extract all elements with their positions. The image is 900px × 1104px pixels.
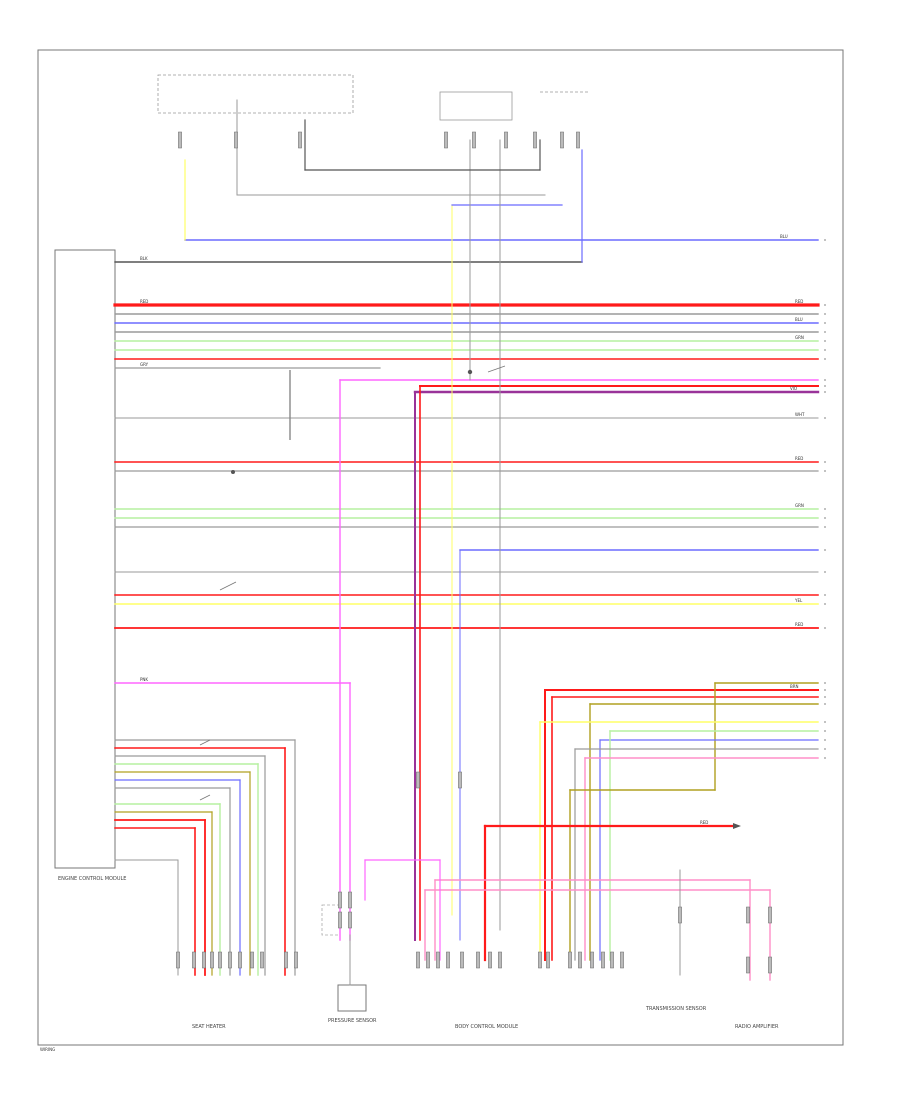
top-connector-group xyxy=(157,74,590,121)
switch-marks xyxy=(199,365,506,801)
wire-tag: RED xyxy=(700,820,708,825)
wire-tag: GRN xyxy=(795,503,804,508)
connector-pin xyxy=(472,131,476,149)
wire-tag: RED xyxy=(795,299,803,304)
wire-tag: BLU xyxy=(795,317,803,322)
wire-tag: RED xyxy=(140,299,148,304)
connector-pin xyxy=(446,951,450,969)
wire-tag: BLK xyxy=(140,256,148,261)
connector-pin xyxy=(338,911,342,929)
top-right-component xyxy=(439,91,513,121)
connector-pin xyxy=(250,951,254,969)
wire-tag: RED xyxy=(795,622,803,627)
ecm-label: ENGINE CONTROL MODULE xyxy=(58,876,126,882)
connector-pin xyxy=(768,906,772,924)
connector-pin xyxy=(426,951,430,969)
connector-pin xyxy=(768,956,772,974)
diagram-border xyxy=(37,49,844,1046)
wire-tag: GRY xyxy=(140,362,149,367)
top-left-component xyxy=(157,74,354,114)
wire-tag: GRN xyxy=(795,335,804,340)
connector-pin xyxy=(476,951,480,969)
connector-pin xyxy=(436,951,440,969)
body-control-label: BODY CONTROL MODULE xyxy=(455,1024,518,1030)
wire-tag: BRN xyxy=(790,684,799,689)
connector-pin xyxy=(568,951,572,969)
connector-pin xyxy=(488,951,492,969)
connector-pin xyxy=(260,951,264,969)
wire-tag: WHT xyxy=(795,412,805,417)
connector-pin xyxy=(338,891,342,909)
connector-pin xyxy=(546,951,550,969)
connector-pin xyxy=(620,951,624,969)
pressure-sensor-label: PRESSURE SENSOR xyxy=(328,1018,377,1024)
connector-pin xyxy=(416,771,420,789)
connector-pin xyxy=(202,951,206,969)
connector-pin xyxy=(294,951,298,969)
connector-pin xyxy=(610,951,614,969)
connector-pin xyxy=(601,951,605,969)
connector-pin xyxy=(348,891,352,909)
connector-pin xyxy=(348,911,352,929)
connector-pin xyxy=(533,131,537,149)
connectors-layer xyxy=(176,131,772,974)
connector-pin xyxy=(298,131,302,149)
connector-pin xyxy=(576,131,580,149)
wire-tag: YEL xyxy=(794,598,803,603)
seat-heater-label: SEAT HEATER xyxy=(192,1024,226,1030)
connector-pin xyxy=(538,951,542,969)
wire-tag: PNK xyxy=(140,677,148,682)
connector-pin xyxy=(458,771,462,789)
connector-pin xyxy=(416,951,420,969)
connector-pin xyxy=(238,951,242,969)
connector-pin xyxy=(176,951,180,969)
ecm-module-box xyxy=(54,249,116,869)
connector-pin xyxy=(746,906,750,924)
connector-pin xyxy=(218,951,222,969)
connector-pin xyxy=(498,951,502,969)
connector-pin xyxy=(504,131,508,149)
wires-layer xyxy=(113,99,820,986)
transmission-box-outline xyxy=(321,904,341,936)
connector-pin xyxy=(210,951,214,969)
transmission-label: TRANSMISSION SENSOR xyxy=(645,1006,707,1012)
connector-pin xyxy=(234,131,238,149)
connector-pin xyxy=(460,951,464,969)
wire-tag: VIO xyxy=(790,386,797,391)
connector-pin xyxy=(590,951,594,969)
splice-point xyxy=(231,470,235,474)
connector-pin xyxy=(578,951,582,969)
connector-pin xyxy=(746,956,750,974)
footer-label: WIRING xyxy=(40,1047,55,1052)
wire-tag: RED xyxy=(795,456,803,461)
connector-pin xyxy=(178,131,182,149)
splice-point xyxy=(467,369,473,375)
right-edge-ticks xyxy=(824,239,826,759)
connector-pin xyxy=(560,131,564,149)
connector-pin xyxy=(228,951,232,969)
connector-pin xyxy=(192,951,196,969)
radio-amp-label: RADIO AMPLIFIER xyxy=(735,1024,779,1030)
wire-tag: BLU xyxy=(780,234,788,239)
connector-pin xyxy=(444,131,448,149)
connector-pin xyxy=(678,906,682,924)
connector-pin xyxy=(284,951,288,969)
pressure-sensor-box xyxy=(337,984,367,1012)
arrow-marker xyxy=(733,823,741,829)
